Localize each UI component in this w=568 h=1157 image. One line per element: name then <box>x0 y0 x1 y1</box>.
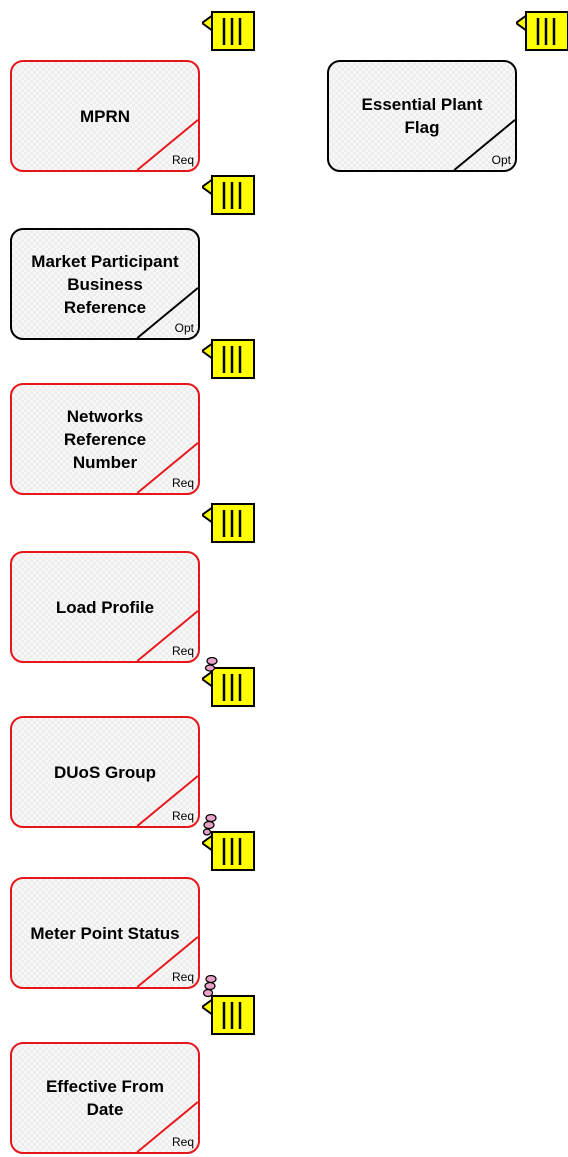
entity-mprn[interactable]: MPRN Req <box>10 60 200 172</box>
note-icon[interactable] <box>202 667 256 707</box>
note-icon[interactable] <box>202 175 256 215</box>
entity-effective-from-date[interactable]: Effective From Date Req <box>10 1042 200 1154</box>
note-icon[interactable] <box>202 339 256 379</box>
requirement-tag: Req <box>171 476 194 490</box>
entity-essential-plant-flag[interactable]: Essential Plant Flag Opt <box>327 60 517 172</box>
requirement-tag: Req <box>171 970 194 984</box>
requirement-tag: Req <box>171 153 194 167</box>
requirement-tag: Opt <box>174 321 194 335</box>
entity-load-profile[interactable]: Load Profile Req <box>10 551 200 663</box>
requirement-tag: Opt <box>491 153 511 167</box>
requirement-tag: Req <box>171 644 194 658</box>
entity-meter-point-status[interactable]: Meter Point Status Req <box>10 877 200 989</box>
entity-networks-reference-number[interactable]: Networks Reference Number Req <box>10 383 200 495</box>
note-icon[interactable] <box>202 11 256 51</box>
entity-label: Networks Reference Number <box>63 406 147 472</box>
entity-label: DUoS Group <box>54 762 156 782</box>
requirement-tag: Req <box>171 809 194 823</box>
entity-label: Load Profile <box>55 597 155 617</box>
entity-label: Market Participant Business Reference <box>31 251 179 317</box>
entity-label: Meter Point Status <box>30 923 180 943</box>
entity-label: MPRN <box>79 106 131 126</box>
note-icon[interactable] <box>202 995 256 1035</box>
entity-label: Effective From Date <box>45 1077 165 1119</box>
requirement-tag: Req <box>171 1135 194 1149</box>
entity-market-participant-business-reference[interactable]: Market Participant Business Reference Op… <box>10 228 200 340</box>
entity-label: Essential Plant Flag <box>361 95 483 137</box>
entity-duos-group[interactable]: DUoS Group Req <box>10 716 200 828</box>
note-icon[interactable] <box>202 831 256 871</box>
note-icon[interactable] <box>516 11 568 51</box>
paperclip-icon[interactable] <box>202 813 217 836</box>
paperclip-icon[interactable] <box>202 974 217 998</box>
paperclip-icon[interactable] <box>204 656 219 675</box>
note-icon[interactable] <box>202 503 256 543</box>
